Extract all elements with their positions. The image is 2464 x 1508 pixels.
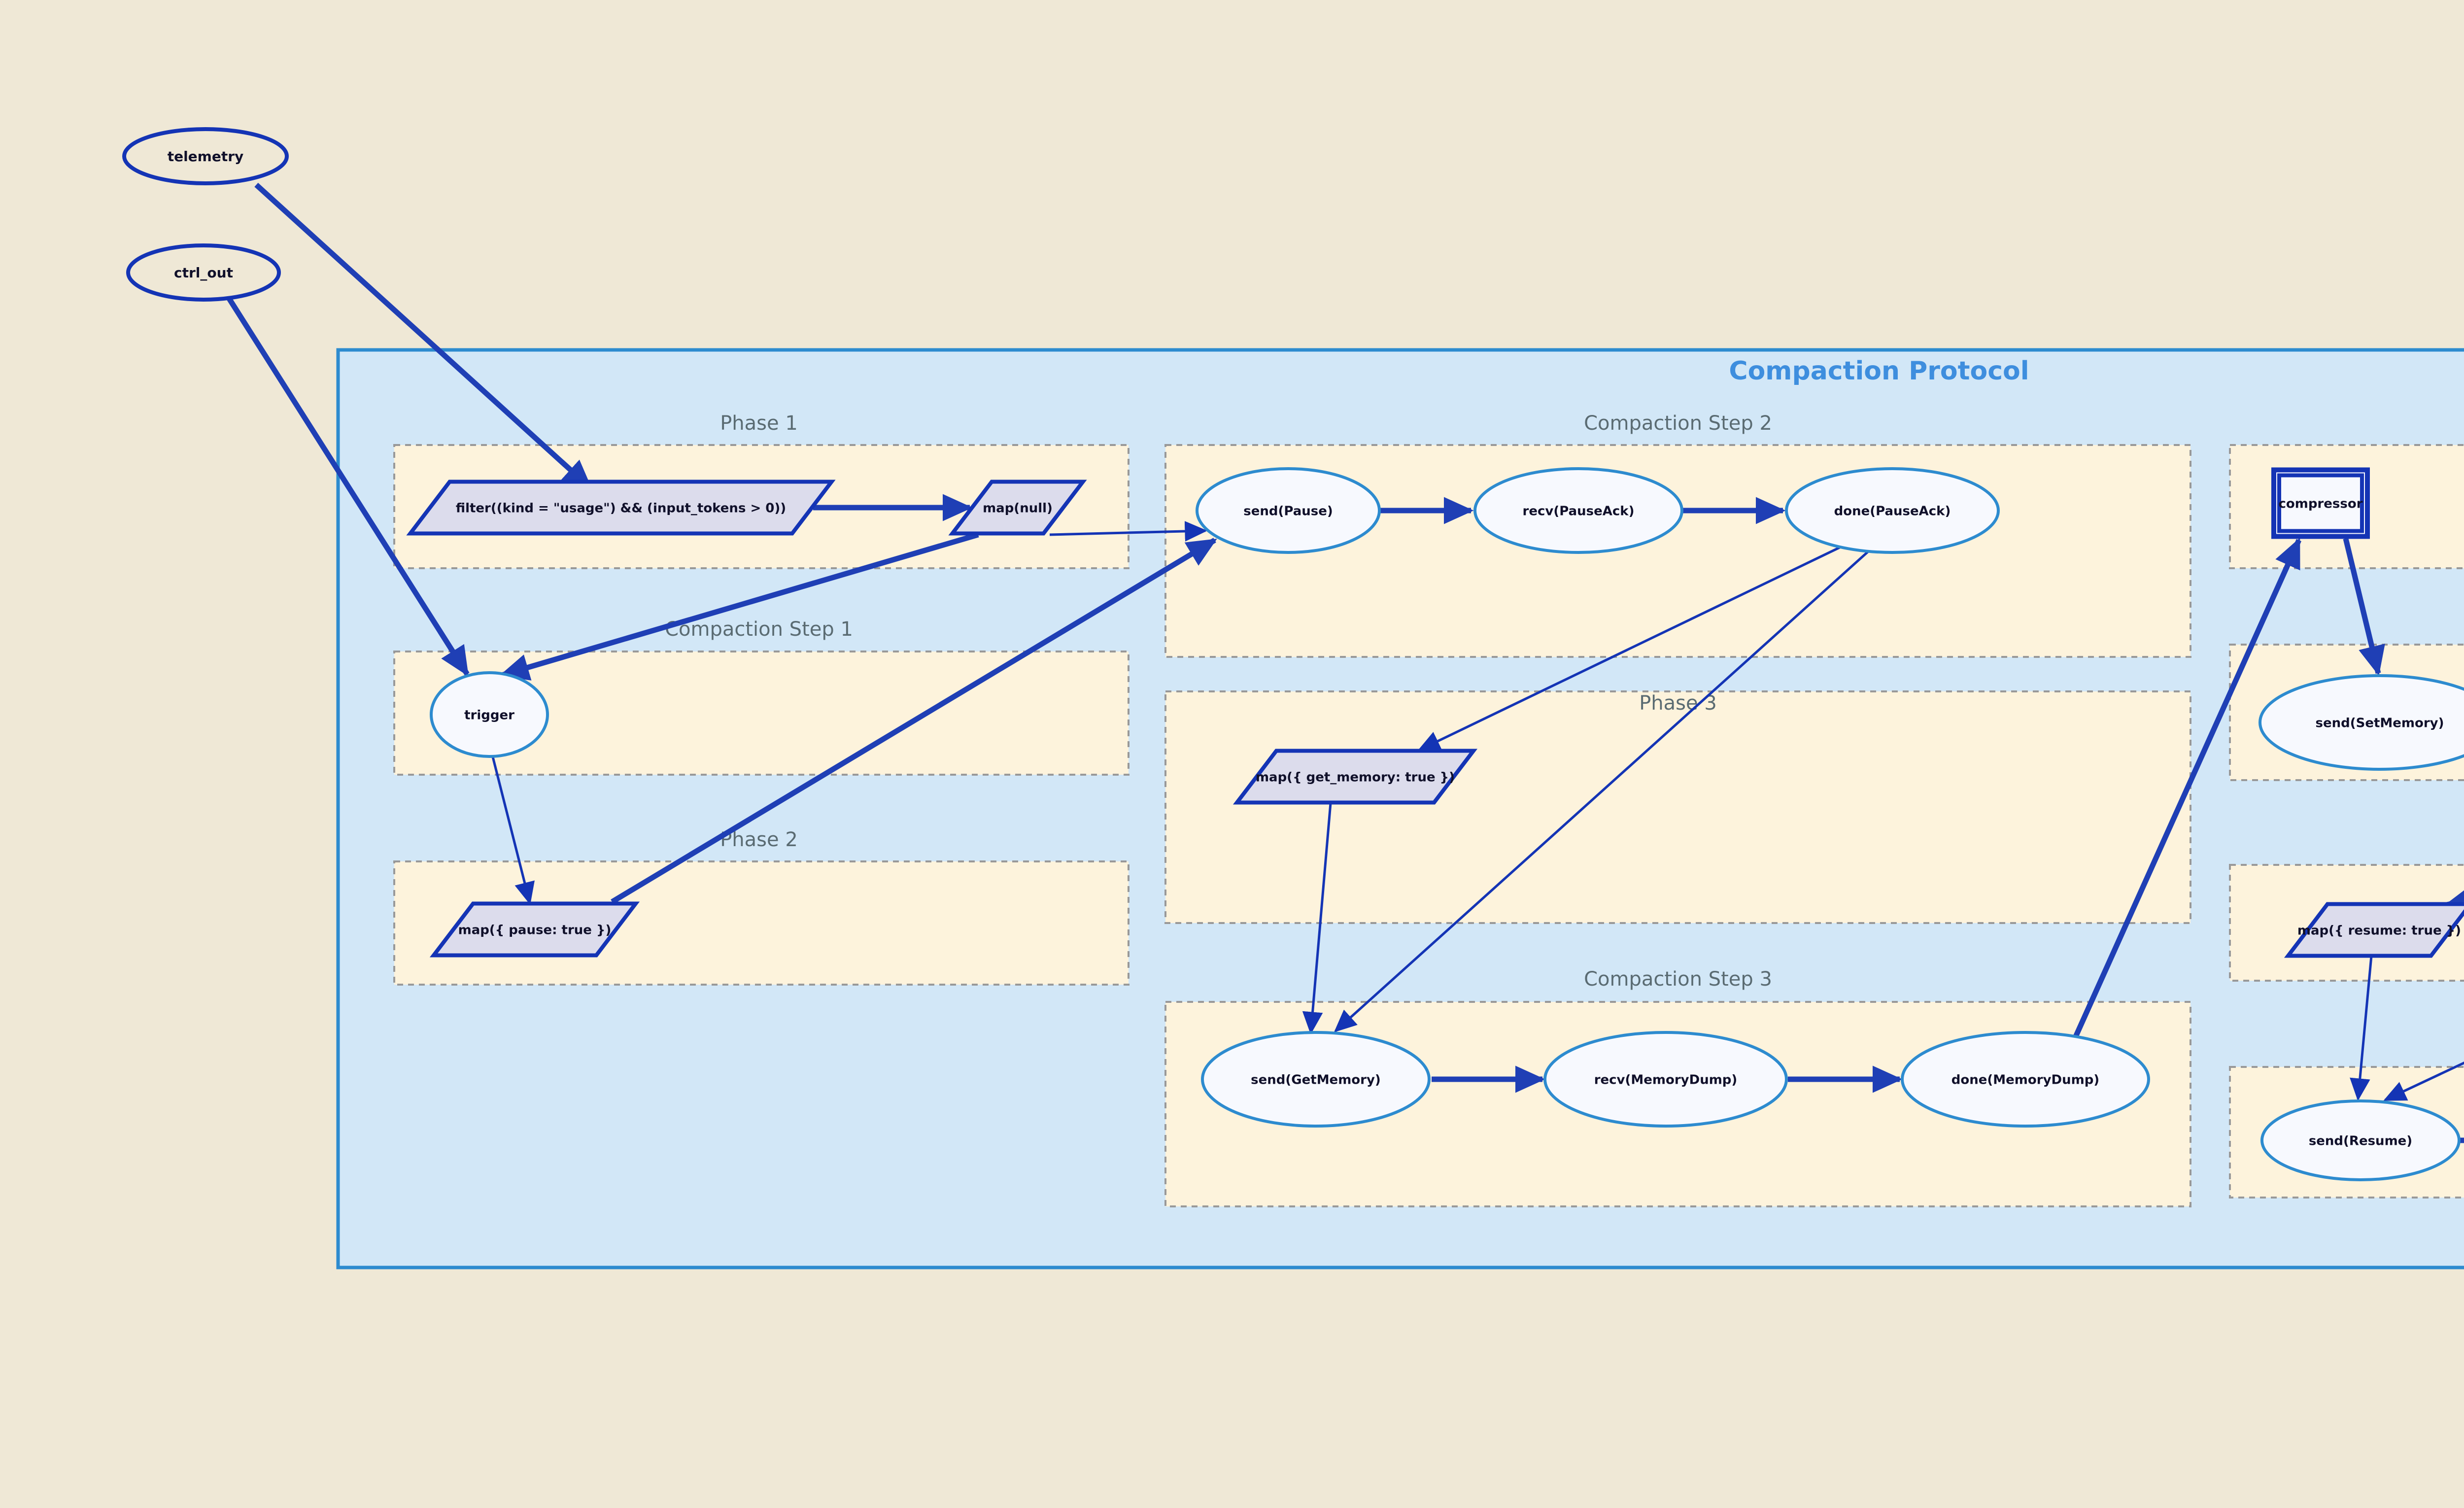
node-done_pauseack[interactable]: done(PauseAck) — [1785, 467, 2000, 554]
edges-layer — [227, 182, 2464, 1143]
edge-compressor-to-send_setmemory — [2343, 538, 2385, 676]
node-send_pause[interactable]: send(Pause) — [1196, 467, 1381, 554]
node-compressor[interactable]: compressor — [2271, 467, 2370, 539]
edge-map_null-to-send_pause — [1049, 521, 1208, 542]
edge-map_pause-to-send_pause — [611, 538, 1217, 904]
node-send_resume[interactable]: send(Resume) — [2260, 1099, 2461, 1181]
node-label-done_pauseack: done(PauseAck) — [1834, 504, 1951, 519]
node-label-send_setmemory: send(SetMemory) — [2315, 716, 2444, 731]
edge-done_pauseack-to-send_getmemory — [1334, 551, 1869, 1032]
cluster-phase3: Phase 3 — [1164, 690, 2191, 924]
edge-done_pauseack-to-map_getmemory — [1417, 546, 1842, 752]
node-label-map_resume: map({ resume: true }) — [2297, 924, 2461, 938]
edge-map_getmemory-to-send_getmemory — [1302, 803, 1332, 1035]
node-map_resume[interactable]: map({ resume: true }) — [2284, 902, 2464, 958]
node-recv_pauseack[interactable]: recv(PauseAck) — [1473, 467, 1683, 554]
node-label-recv_memorydump: recv(MemoryDump) — [1594, 1073, 1738, 1088]
nodes-layer: filter((kind = "usage") && (input_tokens… — [406, 467, 2464, 1181]
node-send_setmemory[interactable]: send(SetMemory) — [2259, 674, 2464, 771]
node-map_getmemory[interactable]: map({ get_memory: true }) — [1232, 749, 1478, 805]
node-filter_usage[interactable]: filter((kind = "usage") && (input_tokens… — [406, 480, 836, 536]
node-send_getmemory[interactable]: send(GetMemory) — [1201, 1031, 1431, 1128]
node-map_null[interactable]: map(null) — [948, 480, 1087, 536]
node-ctrl_out[interactable]: ctrl_out — [126, 243, 281, 302]
node-map_pause[interactable]: map({ pause: true }) — [429, 901, 640, 958]
edge-telemetry-to-filter_usage — [254, 182, 593, 490]
node-label-map_pause: map({ pause: true }) — [458, 923, 612, 938]
cluster-label-step2: Compaction Step 2 — [1584, 412, 1772, 435]
cluster-label-phase3: Phase 3 — [1639, 692, 1717, 715]
node-label-trigger: trigger — [464, 708, 514, 723]
edge-trigger-to-map_pause — [491, 756, 535, 905]
edge-ctrl_out-to-trigger — [227, 297, 470, 677]
cluster-label-step3: Compaction Step 3 — [1584, 968, 1772, 991]
node-label-ctrl_out: ctrl_out — [174, 265, 233, 281]
edge-map_null-to-trigger — [499, 532, 979, 681]
node-done_memorydump[interactable]: done(MemoryDump) — [1901, 1031, 2150, 1128]
node-trigger[interactable]: trigger — [430, 671, 549, 758]
node-label-send_pause: send(Pause) — [1243, 504, 1333, 519]
node-recv_memorydump[interactable]: recv(MemoryDump) — [1543, 1031, 1788, 1128]
cluster-label-phase1: Phase 1 — [720, 412, 798, 435]
edge-done_memorydump-to-compressor — [2067, 537, 2302, 1051]
cluster-label-step1: Compaction Step 1 — [665, 618, 853, 641]
edge-map_resume-to-send_resume — [2350, 956, 2373, 1101]
page-title: Compaction Protocol — [1729, 356, 2029, 386]
node-label-send_resume: send(Resume) — [2309, 1134, 2412, 1149]
node-label-telemetry: telemetry — [168, 148, 244, 165]
node-label-filter_usage: filter((kind = "usage") && (input_tokens… — [456, 501, 786, 516]
node-label-map_getmemory: map({ get_memory: true }) — [1256, 770, 1455, 785]
node-label-recv_pauseack: recv(PauseAck) — [1523, 504, 1635, 519]
node-telemetry[interactable]: telemetry — [122, 127, 289, 185]
node-label-map_null: map(null) — [983, 501, 1053, 516]
node-label-send_getmemory: send(GetMemory) — [1251, 1073, 1381, 1088]
node-label-done_memorydump: done(MemoryDump) — [1951, 1073, 2099, 1088]
node-label-compressor: compressor — [2278, 497, 2362, 512]
